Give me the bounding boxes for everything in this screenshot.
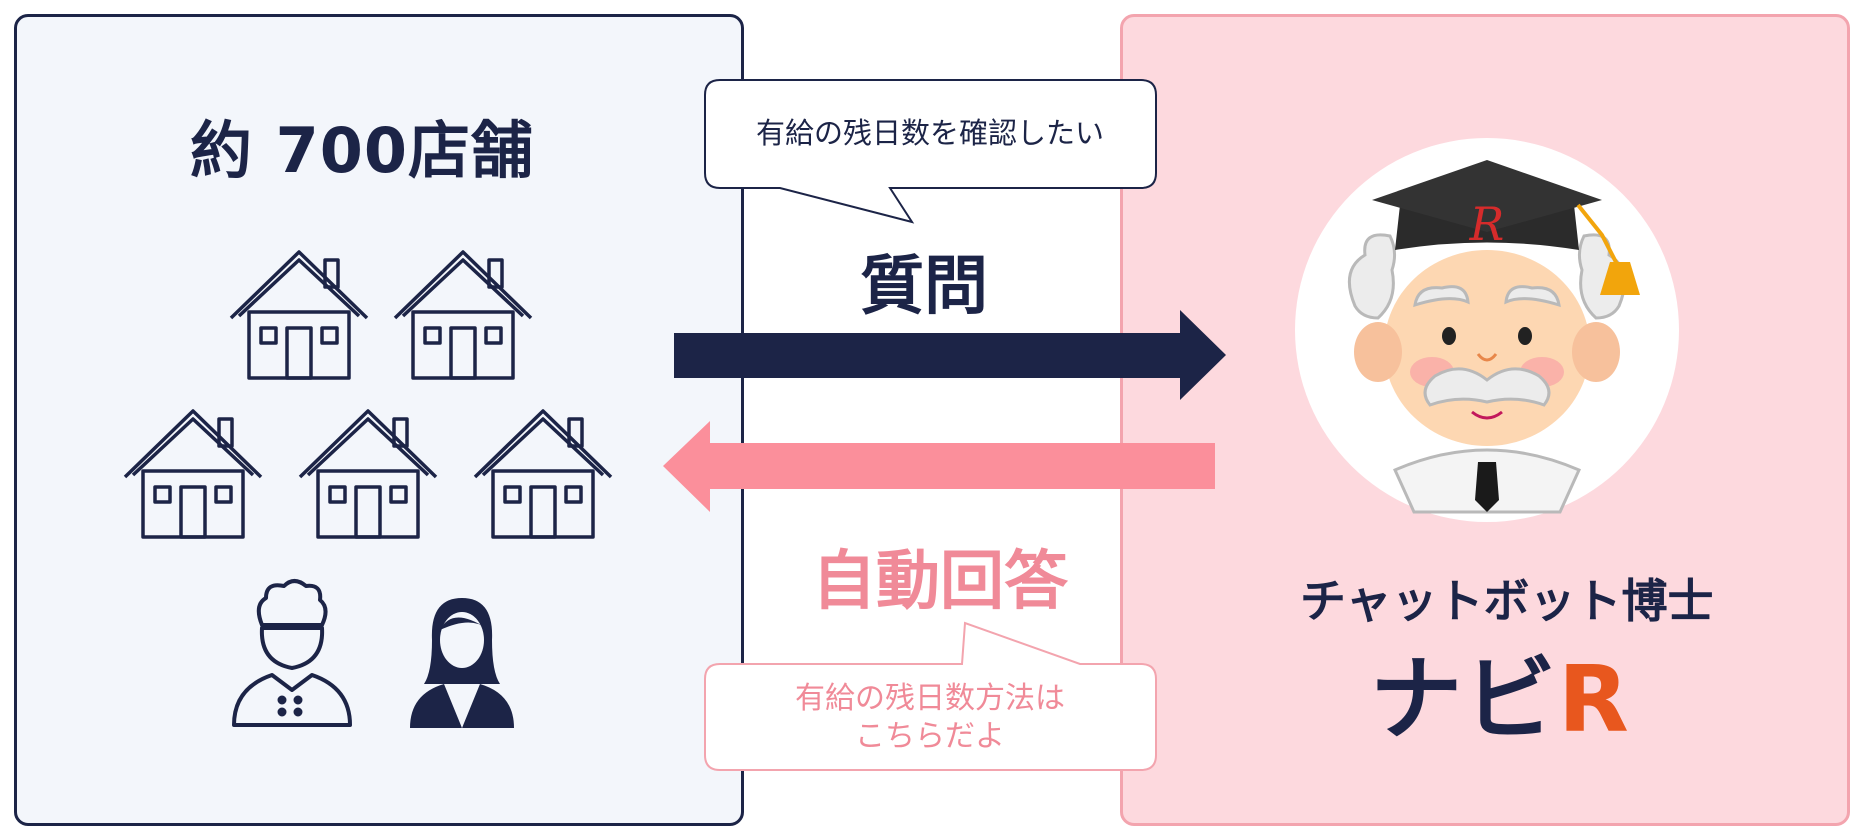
house-icon (229, 250, 369, 380)
question-speech-bubble (704, 79, 1157, 224)
house-icon (298, 409, 438, 539)
house-icon (393, 250, 533, 380)
store-count-title: 約 700店舗 (190, 114, 535, 187)
answer-bubble-text: 有給の残日数方法は こちらだよ (700, 680, 1160, 756)
bot-subtitle: チャットボット博士 (1300, 574, 1714, 628)
house-icon (473, 409, 613, 539)
bot-name: ナビR (1370, 625, 1631, 758)
house-icon (123, 409, 263, 539)
woman-icon (410, 598, 514, 728)
professor-avatar-icon: R (1295, 138, 1679, 522)
hat-letter: R (1469, 197, 1505, 251)
answer-arrow (663, 421, 1215, 512)
bot-name-accent: R (1558, 646, 1631, 753)
answer-bubble-line: 有給の残日数方法は (795, 681, 1065, 716)
answer-speech-bubble (704, 621, 1157, 771)
answer-label: 自動回答 (812, 545, 1068, 619)
answer-bubble-line: こちらだよ (855, 719, 1005, 754)
bot-name-main: ナビ (1370, 646, 1559, 753)
chef-icon (232, 579, 352, 727)
question-arrow (674, 310, 1226, 400)
question-bubble-text: 有給の残日数を確認したい (755, 116, 1104, 150)
question-label: 質問 (860, 250, 988, 324)
